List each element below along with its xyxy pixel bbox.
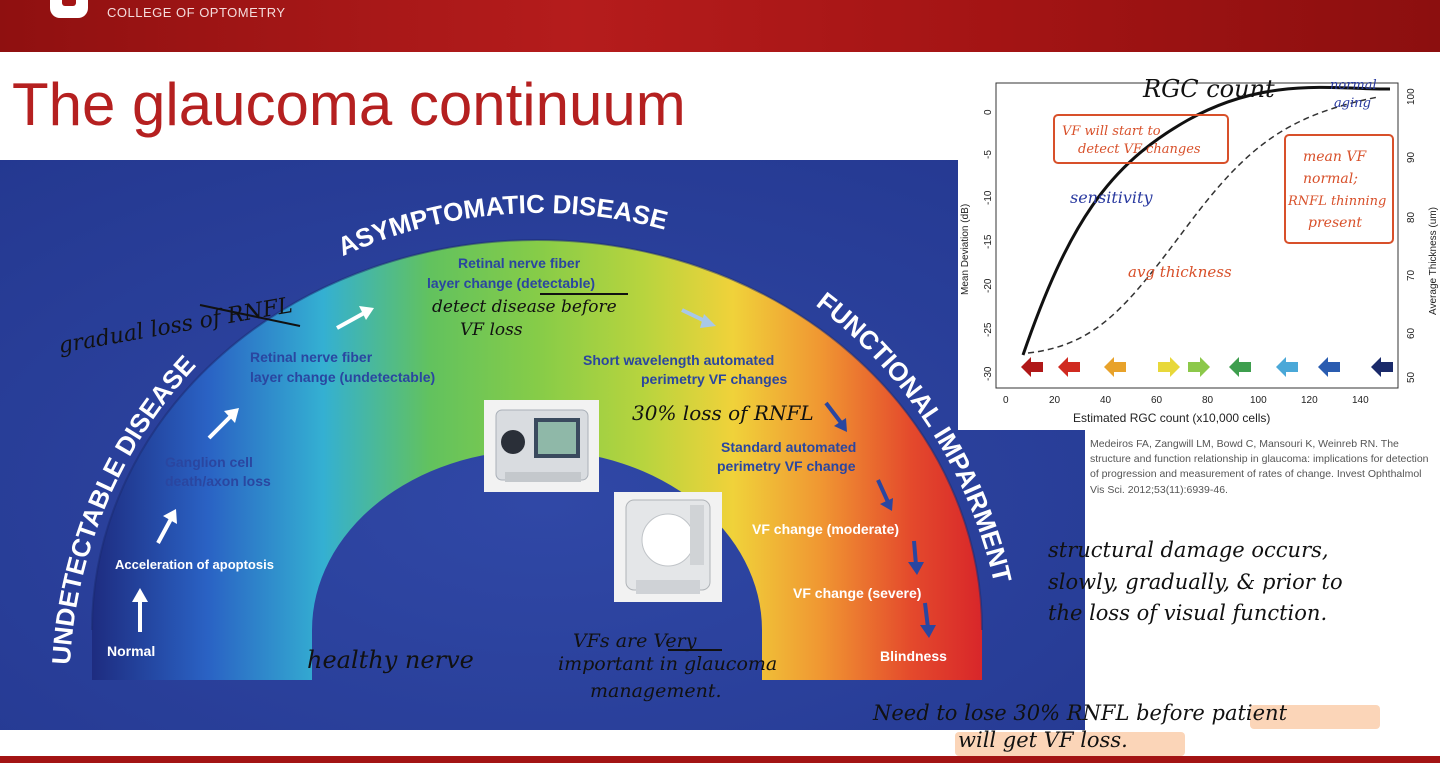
- glaucoma-continuum-diagram: UNDETECTABLE DISEASE ASYMPTOMATIC DISEAS…: [0, 160, 1085, 730]
- stage-sap-1: Standard automated: [721, 439, 856, 455]
- hw-rgc-count: RGC count: [1142, 75, 1275, 103]
- x-tick: 0: [1003, 395, 1009, 406]
- stage-vf-moderate: VF change (moderate): [752, 521, 899, 537]
- hw-vf-box-2: detect VF changes: [1078, 142, 1201, 157]
- y-right-tick: 100: [1406, 88, 1417, 105]
- hw-structural-line: the loss of visual function.: [1048, 598, 1343, 630]
- hw-vfs-important-2: important in glaucoma: [558, 653, 777, 675]
- structure-function-graph: Mean Deviation (dB) Average Thickness (u…: [958, 75, 1440, 430]
- y-left-tick: -5: [983, 150, 994, 159]
- hw-healthy-nerve: healthy nerve: [307, 646, 474, 674]
- hw-sensitivity: sensitivity: [1070, 188, 1153, 207]
- stage-normal: Normal: [107, 643, 155, 659]
- hw-vfs-important-3: management.: [590, 680, 722, 702]
- hw-box2-3: RNFL thinning: [1287, 194, 1386, 209]
- arrow-down-4: [914, 541, 916, 565]
- x-tick: 120: [1301, 395, 1318, 406]
- y-right-tick: 60: [1406, 327, 1417, 339]
- stage-swap-1: Short wavelength automated: [583, 352, 774, 368]
- y-left-tick: -30: [983, 366, 994, 381]
- hw-avg-thickness: avg thickness: [1128, 263, 1232, 281]
- hw-box2-4: present: [1308, 215, 1362, 231]
- y-left-tick: -15: [983, 234, 994, 249]
- citation-text: Medeiros FA, Zangwill LM, Bowd C, Mansou…: [1090, 437, 1430, 498]
- stage-apoptosis: Acceleration of apoptosis: [115, 557, 274, 572]
- stage-vf-severe: VF change (severe): [793, 585, 921, 601]
- hw-normal-aging-1: normal: [1330, 78, 1377, 93]
- stage-rnfl-undetectable-1: Retinal nerve fiber: [250, 349, 373, 365]
- hw-normal-aging-2: aging: [1334, 96, 1371, 111]
- hw-bottom-line: Need to lose 30% RNFL before patient: [873, 700, 1287, 727]
- footer-bar: [0, 756, 1440, 763]
- hw-thirty-percent: 30% loss of RNFL: [632, 401, 814, 425]
- slide-title: The glaucoma continuum: [12, 70, 686, 139]
- university-logo: [50, 0, 88, 18]
- stage-blindness: Blindness: [880, 648, 947, 664]
- stage-rnfl-undetectable-2: layer change (undetectable): [250, 369, 435, 385]
- y-right-tick: 90: [1406, 151, 1417, 163]
- y-right-tick: 50: [1406, 371, 1417, 383]
- stage-sap-2: perimetry VF change: [717, 458, 856, 474]
- hw-structural-line: structural damage occurs,: [1048, 535, 1343, 567]
- x-tick: 40: [1100, 395, 1112, 406]
- x-tick: 80: [1202, 395, 1214, 406]
- y-left-tick: -20: [983, 278, 994, 293]
- hw-bottom-note: Need to lose 30% RNFL before patient wil…: [873, 700, 1287, 755]
- stage-ganglion-1: Ganglion cell: [165, 454, 253, 470]
- hw-vfs-important-1: VFs are Very: [573, 630, 697, 652]
- stage-ganglion-2: death/axon loss: [165, 473, 271, 489]
- college-name: COLLEGE OF OPTOMETRY: [107, 5, 286, 20]
- stage-swap-2: perimetry VF changes: [641, 371, 787, 387]
- y-left-tick: -10: [983, 190, 994, 205]
- y-right-tick: 80: [1406, 211, 1417, 223]
- y-left-tick: 0: [983, 109, 994, 115]
- x-tick: 100: [1250, 395, 1267, 406]
- header-banner: COLLEGE OF OPTOMETRY: [0, 0, 1440, 52]
- hw-detect-disease: detect disease before: [432, 297, 617, 317]
- x-tick: 140: [1352, 395, 1369, 406]
- hw-structural-damage-note: structural damage occurs, slowly, gradua…: [1048, 535, 1343, 630]
- hw-detect-vf-loss: VF loss: [460, 320, 523, 340]
- x-label: Estimated RGC count (x10,000 cells): [1073, 411, 1270, 425]
- perimeter-device-image: [614, 492, 722, 602]
- y-left-tick: -25: [983, 322, 994, 337]
- stage-rnfl-detectable-2: layer change (detectable): [427, 275, 595, 291]
- hw-bottom-line: will get VF loss.: [958, 727, 1287, 754]
- y-right-label: Average Thickness (um): [1428, 207, 1439, 315]
- hw-box2-2: normal;: [1303, 171, 1358, 187]
- hw-vf-box-1: VF will start to: [1062, 124, 1161, 139]
- y-left-label: Mean Deviation (dB): [960, 204, 971, 295]
- y-right-tick: 70: [1406, 269, 1417, 281]
- hw-box2-1: mean VF: [1303, 149, 1367, 165]
- hw-structural-line: slowly, gradually, & prior to: [1048, 567, 1343, 599]
- stage-rnfl-detectable-1: Retinal nerve fiber: [458, 255, 581, 271]
- oct-device-image: [484, 400, 599, 492]
- x-tick: 60: [1151, 395, 1163, 406]
- x-tick: 20: [1049, 395, 1061, 406]
